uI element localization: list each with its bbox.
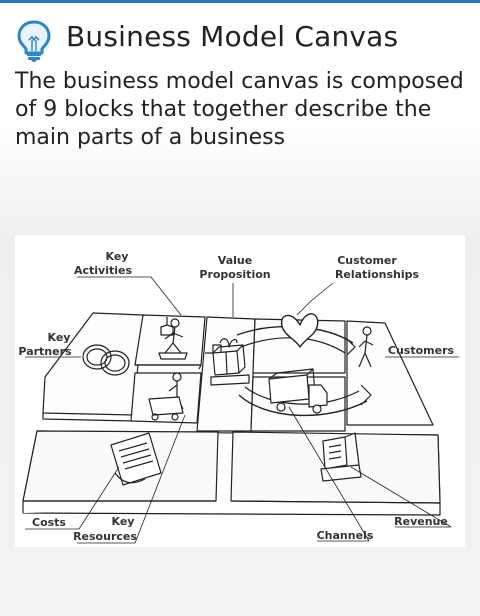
page-title: Business Model Canvas bbox=[66, 20, 399, 53]
lightbulb-icon bbox=[14, 18, 54, 62]
label-customer-relationships-2: Relationships bbox=[335, 268, 420, 281]
label-channels: Channels bbox=[317, 529, 374, 542]
app-header: Business Model Canvas bbox=[0, 12, 480, 64]
label-costs: Costs bbox=[32, 516, 66, 529]
label-key-partners-1: Key bbox=[48, 331, 71, 344]
label-key-activities-2: Activities bbox=[74, 264, 132, 277]
description-text: The business model canvas is composed of… bbox=[15, 69, 464, 150]
label-key-partners-2: Partners bbox=[18, 345, 72, 358]
label-value-proposition-1: Value bbox=[218, 254, 252, 267]
business-model-canvas-illustration: Key Activities Value Proposition Custome… bbox=[15, 235, 465, 547]
label-customers: Customers bbox=[388, 344, 455, 357]
label-key-resources-1: Key bbox=[112, 515, 135, 528]
label-customer-relationships-1: Customer bbox=[337, 254, 397, 267]
label-value-proposition-2: Proposition bbox=[199, 268, 270, 281]
label-key-resources-2: Resources bbox=[73, 530, 137, 543]
label-key-activities-1: Key bbox=[106, 250, 129, 263]
top-accent-bar bbox=[0, 0, 480, 3]
label-revenue: Revenue bbox=[394, 515, 448, 528]
